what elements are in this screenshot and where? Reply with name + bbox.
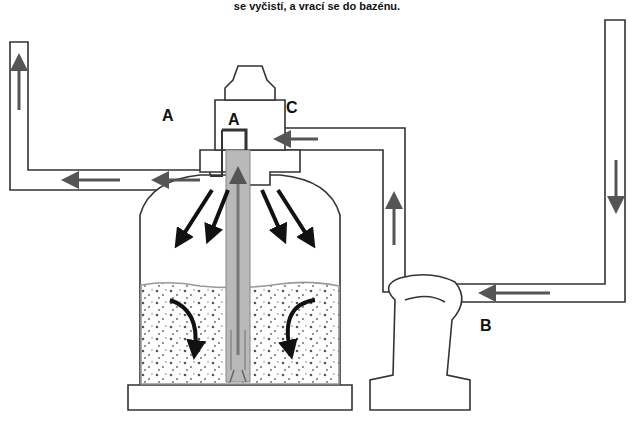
port-letter: C	[286, 100, 298, 116]
port-letter: B	[480, 318, 492, 334]
port-letter: A	[162, 108, 174, 124]
port-letter: A	[228, 112, 240, 128]
caption-text: se vyčistí, a vrací se do bazénu.	[234, 1, 400, 12]
